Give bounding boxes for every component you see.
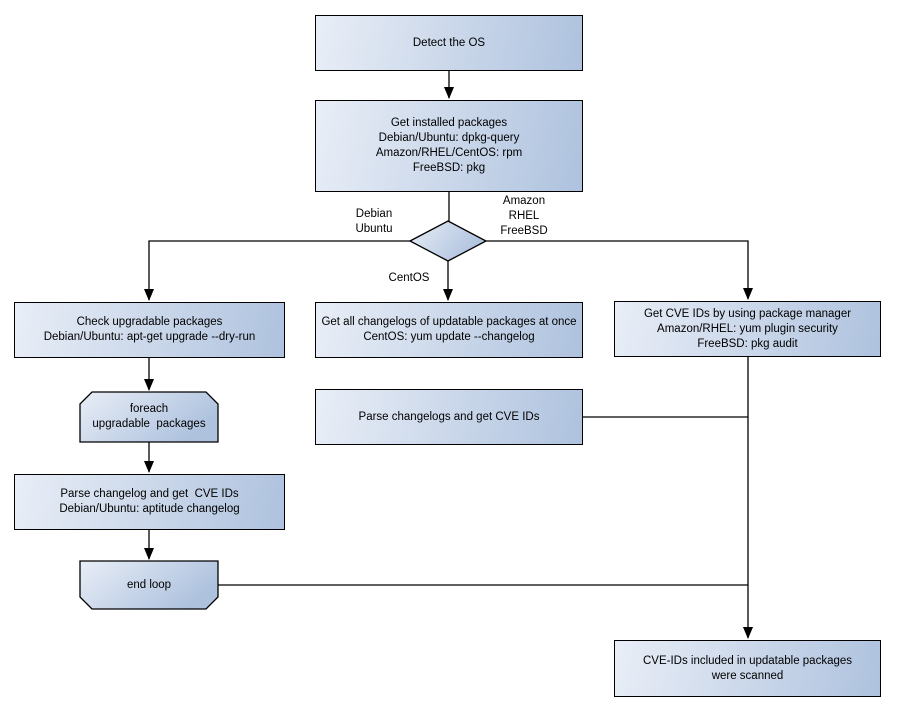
node-end-loop: end loop (80, 561, 218, 609)
loop-start-shape (79, 391, 219, 443)
node-text: Get CVE IDs by using package manager (643, 307, 852, 320)
edge-label-text: Ubuntu (355, 223, 393, 235)
node-text: Debian/Ubuntu: aptitude changelog (59, 503, 240, 515)
node-text: Debian/Ubuntu: dpkg-query (378, 132, 520, 144)
node-text: CVE-IDs included in updatable packages (642, 654, 853, 667)
node-text: Get all changelogs of updatable packages… (321, 316, 577, 328)
node-text: FreeBSD: pkg audit (697, 337, 798, 350)
node-text: foreach (129, 403, 169, 415)
loop-end-shape (79, 560, 219, 610)
node-text: Get installed packages (390, 117, 508, 129)
node-check-upgradable-packages: Check upgradable packages Debian/Ubuntu:… (14, 302, 285, 358)
node-parse-changelog-get-cve-ids: Parse changelog and get CVE IDs Debian/U… (14, 474, 285, 530)
node-get-cve-ids-package-manager: Get CVE IDs by using package manager Ama… (614, 301, 881, 357)
node-cve-ids-scanned: CVE-IDs included in updatable packages w… (614, 640, 881, 697)
edge-label-debian-ubuntu: Debian Ubuntu (334, 207, 414, 237)
node-text: FreeBSD: pkg (412, 162, 486, 174)
node-text: Amazon/RHEL: yum plugin security (657, 322, 838, 335)
edge-label-text: RHEL (508, 210, 540, 222)
edge-label-text: Debian (355, 208, 393, 220)
node-parse-changelogs-get-cve-ids: Parse changelogs and get CVE IDs (315, 389, 583, 445)
node-text: upgradable packages (92, 418, 206, 430)
node-text: Amazon/RHEL/CentOS: rpm (375, 147, 523, 159)
edge-label-text: FreeBSD (500, 225, 548, 237)
node-text: CentOS: yum update --changelog (363, 331, 535, 343)
node-detect-os-text: Detect the OS (412, 36, 486, 49)
edge-decision-to-cve-by-pm (486, 240, 753, 300)
node-get-installed-packages: Get installed packages Debian/Ubuntu: dp… (315, 100, 583, 192)
node-text: Parse changelogs and get CVE IDs (358, 410, 540, 423)
node-text: end loop (126, 578, 172, 591)
edge-decision-to-check-upgradable (144, 240, 410, 301)
node-foreach-upgradable-packages: foreach upgradable packages (80, 392, 218, 442)
edge-label-centos: CentOS (378, 271, 440, 286)
edge-label-text: CentOS (388, 272, 430, 284)
node-text: Debian/Ubuntu: apt-get upgrade --dry-run (43, 331, 256, 343)
node-text: Parse changelog and get CVE IDs (60, 488, 239, 500)
edge-label-text: Amazon (502, 195, 546, 207)
decision-os-diamond (408, 220, 488, 262)
node-text: were scanned (711, 669, 784, 682)
node-text: Check upgradable packages (76, 316, 223, 328)
node-get-all-changelogs: Get all changelogs of updatable packages… (315, 302, 583, 358)
node-detect-os: Detect the OS (315, 15, 583, 71)
edge-label-amazon-rhel-freebsd: Amazon RHEL FreeBSD (484, 194, 564, 239)
